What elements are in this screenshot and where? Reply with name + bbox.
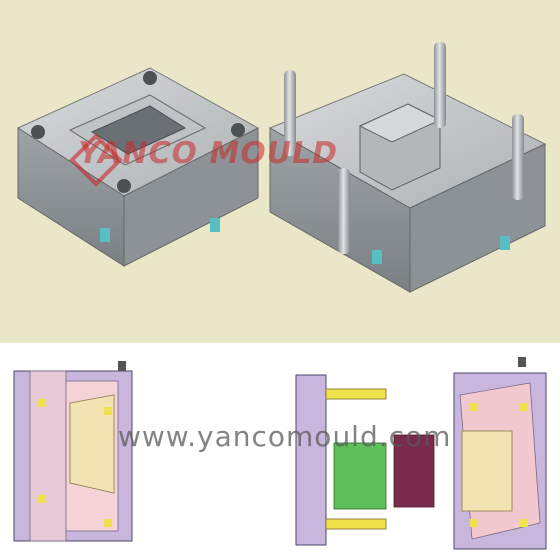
mold-renders bbox=[16, 42, 547, 293]
brand-logo-mark bbox=[69, 133, 123, 187]
opened-mold-drawing bbox=[295, 357, 547, 550]
cavity-mold-half bbox=[16, 67, 260, 267]
assembled-mold-drawing bbox=[13, 361, 133, 542]
mold-drawing-panel bbox=[0, 343, 560, 560]
mold-drawings bbox=[13, 357, 547, 550]
core-mold-half bbox=[268, 42, 547, 293]
mold-render-panel: YANCO MOULD bbox=[0, 0, 560, 343]
